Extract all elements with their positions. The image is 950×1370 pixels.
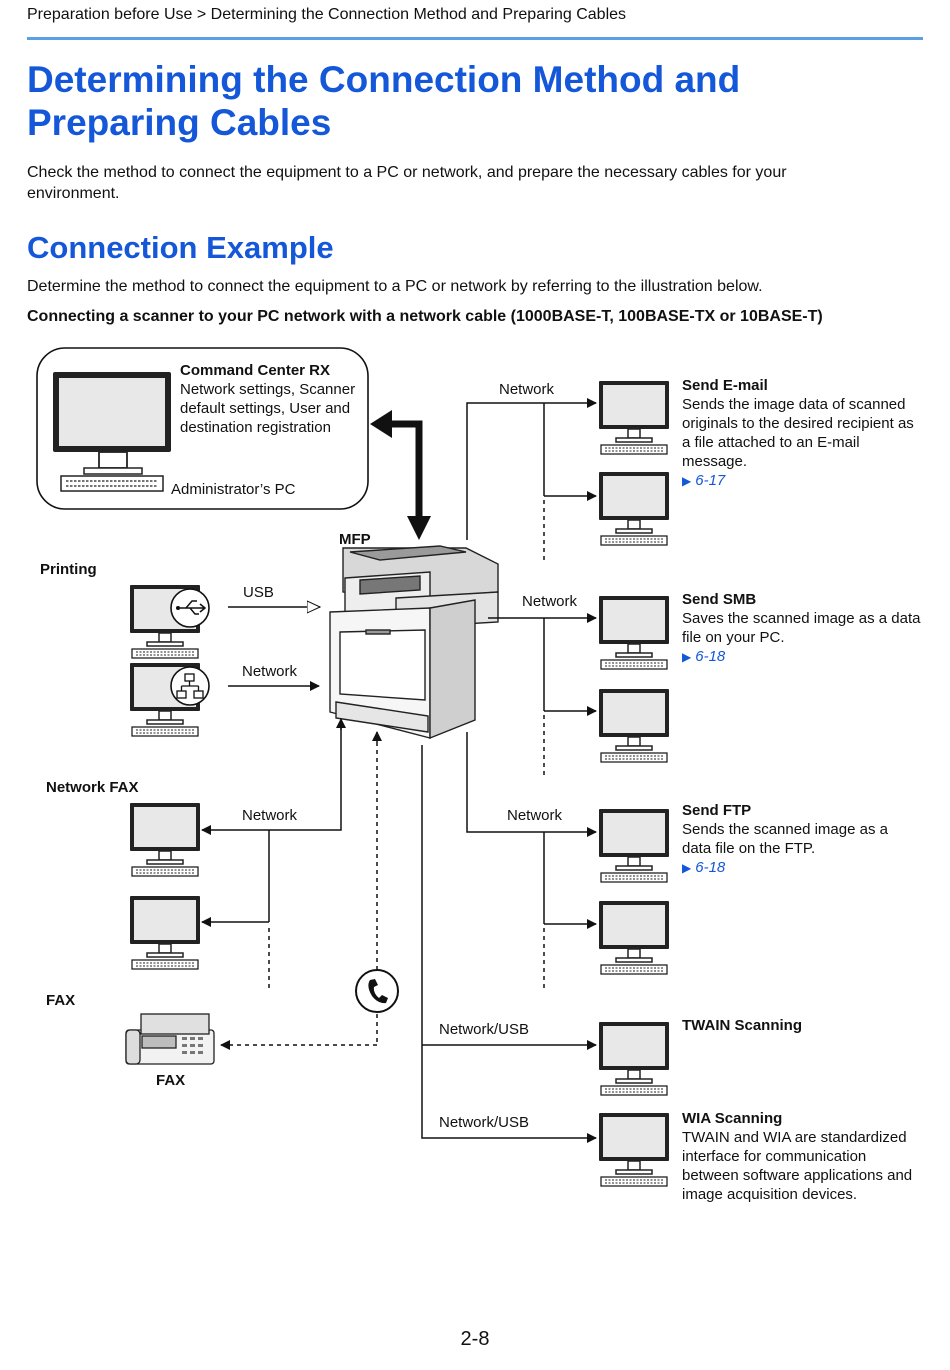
intro-paragraph: Check the method to connect the equipmen… (27, 162, 907, 204)
send-ftp-text: Send FTP Sends the scanned image as a da… (682, 801, 927, 878)
intro-line1: Check the method to connect the equipmen… (27, 164, 787, 181)
send-smb-ref-link[interactable]: ▶6-18 (682, 648, 725, 665)
admin-monitor-icon (53, 372, 171, 492)
command-center-line1: Network settings, Scanner (180, 381, 356, 398)
telephone-line-icon (355, 969, 399, 1013)
send-email-line3: a file attached to an E-mail (682, 434, 860, 451)
fax-heading-label: FAX (46, 992, 76, 1009)
twain-network-usb-label: Network/USB (439, 1021, 530, 1038)
network-fax-pc1-icon (129, 802, 201, 877)
send-smb-text: Send SMB Saves the scanned image as a da… (682, 590, 927, 667)
wia-line2: interface for communication (682, 1148, 867, 1165)
usb-symbol-icon (170, 588, 210, 628)
wia-line4: image acquisition devices. (682, 1186, 858, 1203)
page-title: Determining the Connection Method and Pr… (27, 58, 907, 144)
section-heading: Connection Example (27, 230, 334, 265)
send-ftp-title: Send FTP (682, 802, 752, 819)
header-rule (27, 37, 923, 40)
send-email-ref-link[interactable]: ▶6-17 (682, 472, 725, 489)
email-network-label: Network (499, 381, 555, 398)
send-smb-ref: 6-18 (695, 648, 726, 665)
admin-pc-label: Administrator’s PC (171, 481, 296, 498)
twain-pc-icon (598, 1021, 670, 1096)
send-smb-line1: Saves the scanned image as a data (682, 610, 921, 627)
command-center-title: Command Center RX (180, 362, 331, 379)
ref-arrow-icon: ▶ (682, 861, 692, 875)
ref-arrow-icon: ▶ (682, 650, 692, 664)
send-smb-pc2-icon (598, 688, 670, 763)
wia-pc-icon (598, 1112, 670, 1187)
send-email-line4: message. (682, 453, 748, 470)
send-email-line1: Sends the image data of scanned (682, 396, 906, 413)
send-email-text: Send E-mail Sends the image data of scan… (682, 376, 927, 491)
send-ftp-ref: 6-18 (695, 859, 726, 876)
page-title-line2: Preparing Cables (27, 102, 332, 143)
ftp-network-label: Network (507, 807, 563, 824)
page-title-line1: Determining the Connection Method and (27, 59, 741, 100)
fax-device-label: FAX (156, 1072, 186, 1089)
section-subhead: Connecting a scanner to your PC network … (27, 308, 823, 325)
send-ftp-line2: data file on the FTP. (682, 840, 816, 857)
send-email-title: Send E-mail (682, 377, 768, 394)
command-center-line2: default settings, User and (180, 400, 351, 417)
command-center-line3: destination registration (180, 419, 331, 436)
network-symbol-icon (170, 666, 210, 706)
printing-network-label: Network (242, 663, 298, 680)
network-fax-network-label: Network (242, 807, 298, 824)
send-smb-title: Send SMB (682, 591, 757, 608)
send-email-ref: 6-17 (695, 472, 726, 489)
ref-arrow-icon: ▶ (682, 474, 692, 488)
admin-mfp-arrow (370, 410, 431, 540)
printing-label: Printing (40, 561, 97, 578)
mfp-label: MFP (339, 531, 371, 548)
wia-scanning-text: WIA Scanning TWAIN and WIA are standardi… (682, 1109, 927, 1204)
send-ftp-pc2-icon (598, 900, 670, 975)
send-ftp-pc1-icon (598, 808, 670, 883)
send-email-pc2-icon (598, 471, 670, 546)
section-description: Determine the method to connect the equi… (27, 278, 763, 295)
intro-line2: environment. (27, 185, 120, 202)
network-fax-label: Network FAX (46, 779, 139, 796)
command-center-text: Command Center RX Network settings, Scan… (180, 361, 365, 437)
breadcrumb: Preparation before Use > Determining the… (27, 6, 627, 23)
wia-line3: between software applications and (682, 1167, 913, 1184)
fax-machine-icon (125, 1013, 215, 1065)
usb-label: USB (243, 584, 274, 601)
wia-line1: TWAIN and WIA are standardized (682, 1129, 907, 1146)
page-number: 2-8 (460, 1328, 490, 1350)
send-smb-line2: file on your PC. (682, 629, 785, 646)
twain-scanning-title: TWAIN Scanning (682, 1017, 802, 1034)
send-ftp-line1: Sends the scanned image as a (682, 821, 888, 838)
mfp-machine-icon (329, 545, 499, 740)
send-ftp-ref-link[interactable]: ▶6-18 (682, 859, 725, 876)
send-smb-pc1-icon (598, 595, 670, 670)
wia-network-usb-label: Network/USB (439, 1114, 530, 1131)
send-email-pc1-icon (598, 380, 670, 455)
smb-network-label: Network (522, 593, 578, 610)
send-email-line2: originals to the desired recipient as (682, 415, 914, 432)
network-fax-pc2-icon (129, 895, 201, 970)
wia-scanning-title: WIA Scanning (682, 1110, 783, 1127)
